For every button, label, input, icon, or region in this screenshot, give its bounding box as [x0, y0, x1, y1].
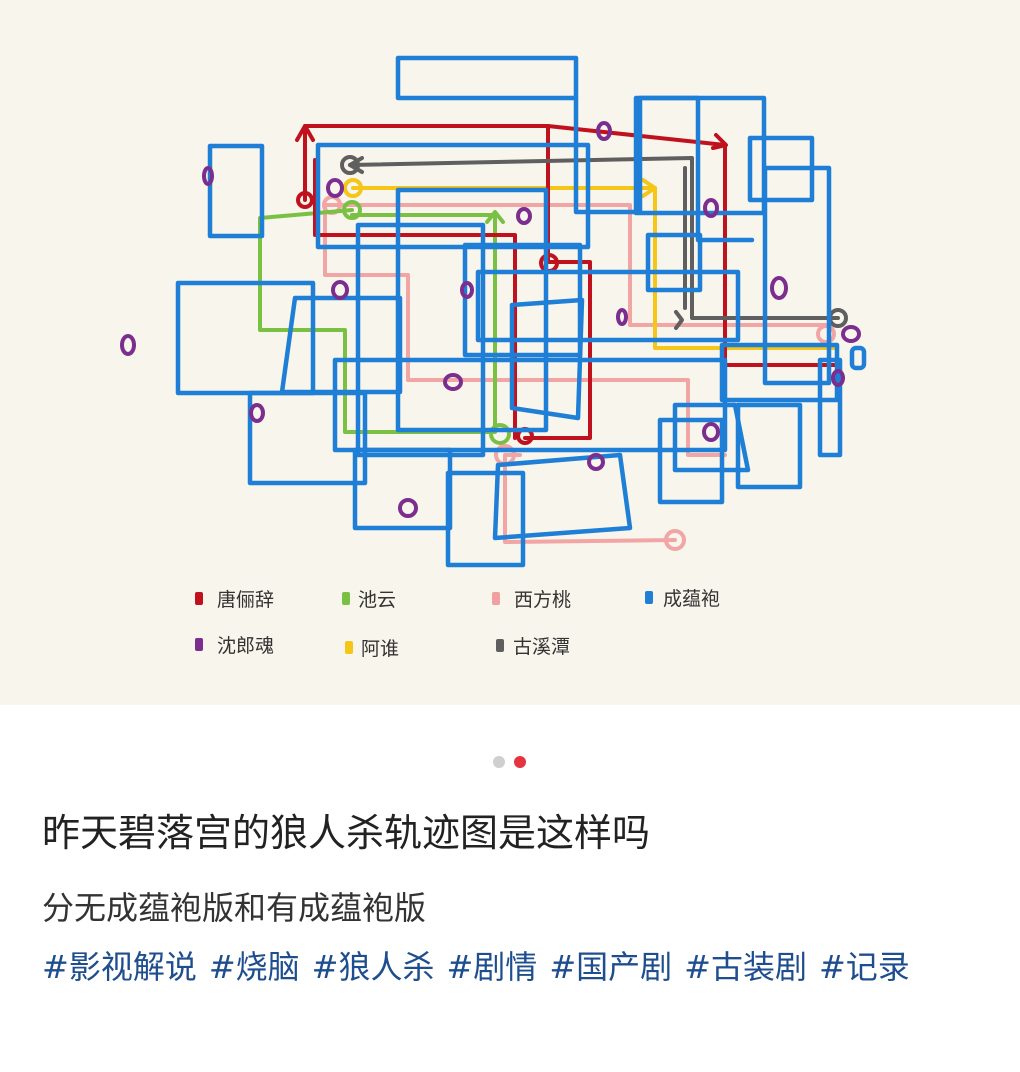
legend-label: 池云	[358, 589, 397, 611]
hashtag-link[interactable]: #狼人杀	[311, 948, 435, 986]
hashtag-link[interactable]: #记录	[818, 948, 910, 986]
post-title: 昨天碧落宫的狼人杀轨迹图是这样吗	[42, 811, 651, 855]
hashtag-link[interactable]: #国产剧	[549, 948, 673, 986]
chart-legend: 唐俪辞 池云 西方桃 成蕴袍 沈郎魂 阿谁 古溪潭	[0, 575, 1020, 665]
legend-item-tang-lici: 唐俪辞	[195, 585, 274, 612]
legend-label: 西方桃	[514, 589, 572, 611]
legend-item-shen-langhun: 沈郎魂	[195, 631, 274, 658]
legend-swatch-icon	[342, 592, 350, 605]
legend-item-xifang-tao: 西方桃	[492, 585, 571, 612]
legend-swatch-icon	[496, 639, 504, 652]
legend-label: 阿谁	[361, 638, 400, 660]
carousel-pagination[interactable]	[0, 755, 1020, 769]
legend-item-gu-xitan: 古溪潭	[496, 632, 570, 659]
hashtag-link[interactable]: #古装剧	[684, 948, 807, 986]
hashtag-link[interactable]: #烧脑	[208, 948, 300, 986]
post-description: 分无成蕴袍版和有成蕴袍版	[42, 889, 427, 927]
legend-swatch-icon	[195, 592, 203, 605]
legend-swatch-icon	[195, 638, 203, 651]
image-carousel[interactable]: 唐俪辞 池云 西方桃 成蕴袍 沈郎魂 阿谁 古溪潭	[0, 0, 1020, 705]
legend-label: 唐俪辞	[217, 589, 275, 611]
legend-swatch-icon	[492, 592, 500, 605]
legend-swatch-icon	[345, 641, 353, 654]
trajectory-drawing	[120, 55, 867, 568]
hashtag-list: #影视解说 #烧脑 #狼人杀 #剧情 #国产剧 #古装剧 #记录	[42, 938, 992, 996]
carousel-dot-1[interactable]	[493, 756, 505, 768]
legend-swatch-icon	[645, 591, 653, 604]
legend-item-cheng-yunpao: 成蕴袍	[645, 584, 720, 611]
legend-item-a-shui: 阿谁	[345, 634, 399, 661]
legend-label: 成蕴袍	[663, 588, 721, 610]
legend-label: 古溪潭	[513, 636, 571, 658]
carousel-dot-2-active[interactable]	[514, 756, 526, 768]
hashtag-link[interactable]: #影视解说	[42, 948, 197, 986]
hashtag-link[interactable]: #剧情	[446, 948, 538, 986]
legend-item-chi-yun: 池云	[342, 585, 396, 612]
legend-label: 沈郎魂	[217, 635, 275, 657]
